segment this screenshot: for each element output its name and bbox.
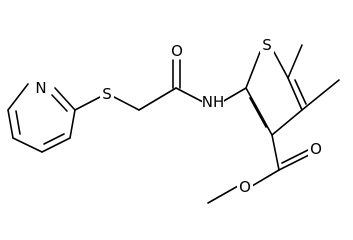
methyl-groups (287, 44, 340, 111)
bond-c3-ester-c (271, 134, 280, 171)
bond-ch2-co (138, 87, 177, 111)
bond-pyr-5 (69, 109, 76, 139)
bond-c3-c2 (245, 87, 273, 136)
structure-diagram: N S O NH S O O (7, 36, 340, 204)
bond-pyr-6 (54, 87, 76, 111)
atom-label-ester-o: O (239, 178, 251, 196)
atom-label-thiophene-s: S (262, 36, 272, 54)
bond-methyl-c4 (301, 79, 340, 111)
bond-nh-c2 (221, 87, 247, 103)
bond-pyr-double-1 (15, 110, 21, 135)
bond-c2-s (245, 51, 261, 89)
bond-pyr-double-3 (51, 94, 68, 112)
bond-ester-double-b (281, 148, 311, 164)
atom-label-pyridine-n: N (35, 79, 46, 97)
bond-s-c5 (273, 51, 289, 79)
bond-pyr-2 (7, 109, 14, 139)
bond-pyr-double-2 (43, 133, 65, 145)
atom-label-thioether-s: S (102, 85, 112, 103)
bond-ester-c-o (251, 169, 280, 187)
atom-label-amide-o: O (171, 42, 183, 60)
bond-o-methyl (207, 185, 239, 204)
bond-c5-c4 (287, 77, 303, 111)
bond-c-s1 (74, 96, 101, 111)
bond-ester-double-a (278, 154, 310, 171)
bond-c4-c3 (271, 109, 303, 136)
bond-co-nh (175, 87, 204, 103)
bond-pyr-1 (7, 83, 29, 111)
ester-group (207, 134, 311, 204)
atom-label-amide-nh: NH (202, 93, 225, 111)
molecule-canvas: N S O NH S O O (7, 36, 340, 204)
pyridine-ring (7, 83, 76, 153)
bond-methyl-c5 (287, 44, 303, 79)
bond-s1-ch2 (113, 96, 140, 111)
bond-c5-c4-double (294, 79, 307, 105)
bond-c3-c2-double (249, 97, 267, 128)
atom-label-ester-carbonyl-o: O (310, 140, 322, 158)
linker-chain (74, 59, 247, 111)
bond-pyr-4 (41, 137, 71, 153)
atom-labels: N S O NH S O O (33, 36, 324, 196)
thiophene-ring (245, 51, 307, 136)
bond-pyr-3 (12, 137, 43, 153)
